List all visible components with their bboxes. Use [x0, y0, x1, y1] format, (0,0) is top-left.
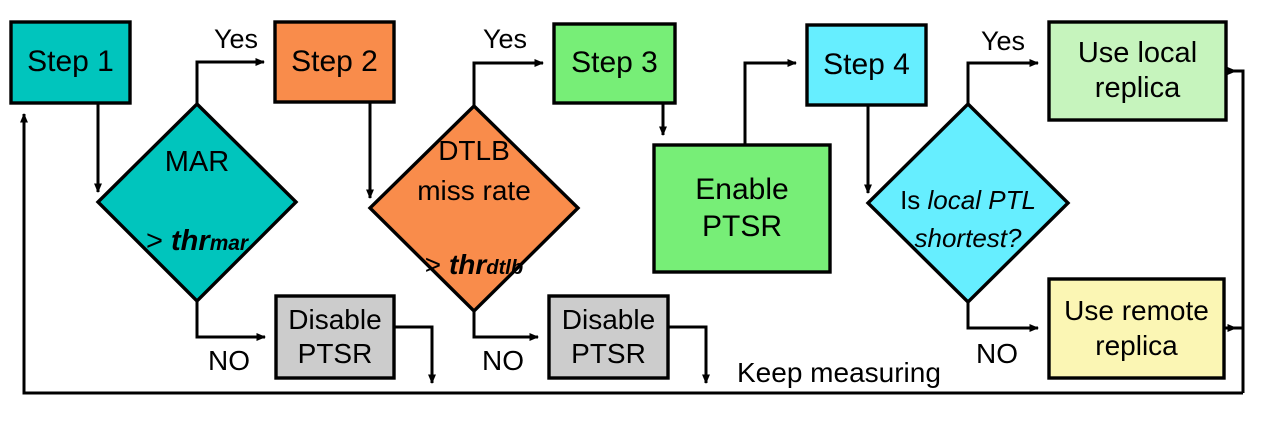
node-ptl-decision-shape [865, 101, 1071, 305]
node-dtlb-decision-shape [367, 103, 581, 314]
edge-mar-no-to-disable1 [195, 301, 266, 341]
edge-disable1-to-bus [394, 325, 436, 384]
node-step2-shape [273, 20, 396, 104]
edge-label-keep-measuring: Keep measuring [737, 357, 941, 388]
node-use-local-replica-shape [1047, 20, 1228, 122]
edge-local-to-bus [1236, 69, 1245, 393]
node-step3-shape [552, 22, 677, 105]
edge-feedback-bus [20, 113, 1243, 395]
edge-label-no-1: NO [208, 345, 250, 376]
edge-label-no-3: NO [976, 338, 1018, 369]
edge-mar-yes-to-step2 [195, 58, 265, 104]
node-disable-ptsr-2-shape [547, 294, 670, 380]
node-enable-ptsr-shape [652, 143, 832, 274]
edge-label-yes-1: Yes [213, 24, 259, 54]
edge-label-yes-3: Yes [980, 26, 1026, 56]
edge-disable2-to-bus [668, 325, 710, 384]
edge-label-no-2: NO [482, 345, 524, 376]
node-disable-ptsr-1-shape [274, 294, 396, 380]
edge-ptl-yes-to-local [966, 59, 1039, 104]
edge-dtlb-yes-to-step3 [472, 59, 544, 106]
node-step4-shape [805, 23, 928, 107]
node-use-remote-replica-shape [1047, 277, 1226, 380]
edge-enable-ptsr-to-step4 [743, 59, 797, 145]
edge-label-yes-2: Yes [482, 24, 528, 54]
edge-dtlb-no-to-disable2 [472, 311, 539, 341]
node-step1-shape [9, 20, 132, 105]
node-mar-decision-shape [95, 101, 299, 304]
edge-ptl-no-to-remote [966, 302, 1039, 332]
